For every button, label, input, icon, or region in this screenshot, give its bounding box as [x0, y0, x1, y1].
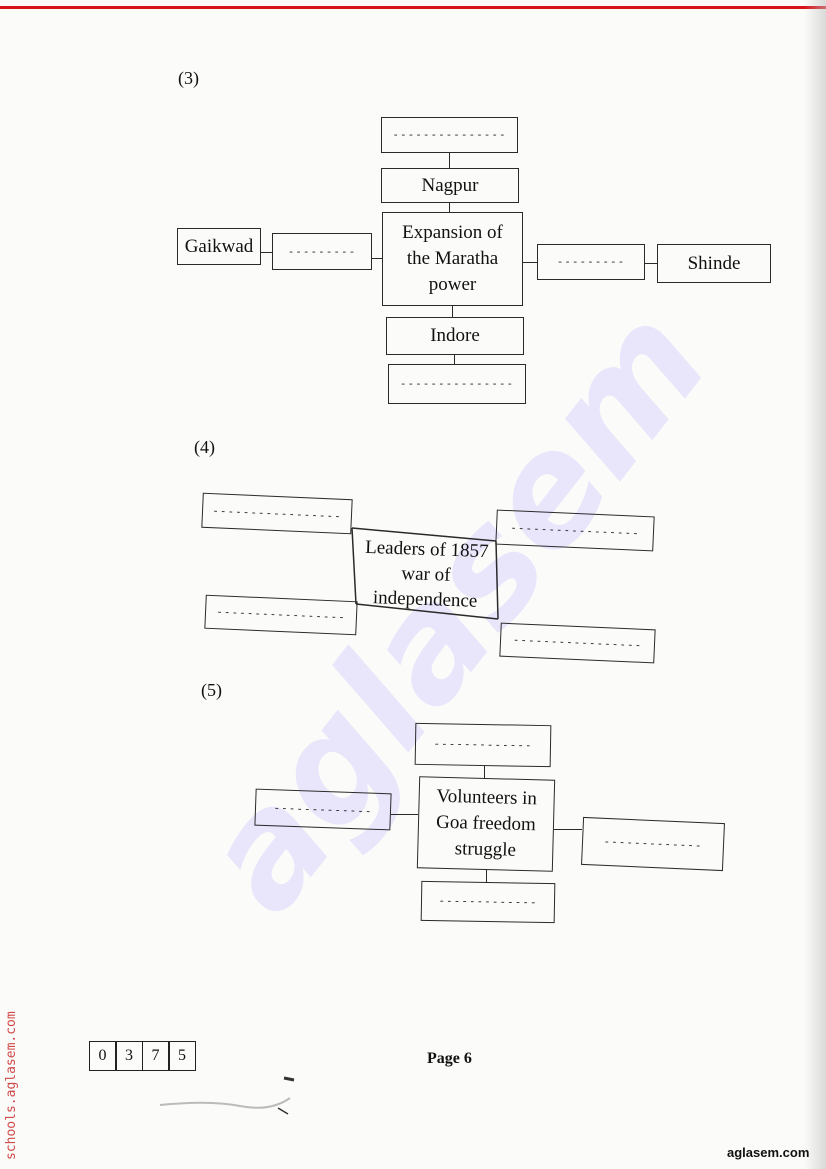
connector [372, 258, 382, 259]
q5-blank-box-top: ------------- [414, 722, 552, 768]
page-edge-shadow [804, 0, 826, 1169]
q3-nagpur-box: Nagpur [381, 168, 519, 203]
q4-blank-box-top-left: ----------------- [201, 492, 353, 535]
q3-top-label: Nagpur [421, 174, 479, 196]
side-watermark: schools.aglasem.com [4, 1011, 19, 1160]
q4-blank-3: ----------------- [216, 605, 347, 624]
q5-center-box: Volunteers in Goa freedom struggle [416, 776, 556, 872]
connector [484, 766, 485, 778]
question-number-3: (3) [178, 68, 199, 88]
q5-blank-box-left: ------------- [254, 788, 392, 831]
code-digit: 3 [115, 1041, 143, 1071]
q4-blank-4: ----------------- [512, 633, 643, 652]
connector [486, 870, 487, 882]
q3-left-label: Gaikwad [184, 235, 254, 257]
page-number: Page 6 [427, 1050, 472, 1067]
q5-blank-right: ------------- [603, 834, 703, 853]
q5-blank-bottom: ------------- [438, 894, 538, 909]
connector [449, 203, 450, 212]
q4-center-label: Leaders of 1857 war of independence [364, 536, 489, 612]
q3-left-blank-box: --------- [272, 233, 372, 270]
code-digit: 7 [141, 1041, 170, 1071]
q3-center-box: Expansion of the Maratha power [382, 212, 523, 306]
q3-shinde-box: Shinde [657, 244, 771, 283]
question-number-4: (4) [194, 437, 215, 457]
top-red-border [0, 0, 826, 9]
connector [523, 262, 537, 263]
q3-top-blank: --------------- [392, 128, 507, 141]
connector [391, 814, 418, 815]
q3-bottom-label: Indore [430, 325, 480, 346]
connector [449, 153, 450, 168]
q4-blank-box-top-right: ----------------- [495, 509, 655, 552]
connector [645, 263, 657, 264]
q5-blank-box-bottom: ------------- [420, 880, 556, 924]
q3-top-blank-box: --------------- [381, 117, 518, 153]
brand-label: aglasem.com [727, 1145, 810, 1160]
q5-blank-box-right: ------------- [581, 816, 725, 872]
code-digit: 0 [88, 1041, 117, 1071]
q3-bottom-blank-box: --------------- [388, 364, 526, 404]
question-number-5: (5) [201, 680, 222, 700]
q3-right-label: Shinde [687, 252, 741, 274]
q3-bottom-blank: --------------- [399, 377, 515, 390]
q3-indore-box: Indore [386, 317, 524, 355]
q3-right-blank: --------- [556, 255, 626, 268]
q4-blank-2: ----------------- [510, 520, 641, 540]
paper-code-boxes: 0 3 7 5 [88, 1041, 196, 1071]
connector [454, 355, 455, 364]
q4-blank-box-bottom-left: ----------------- [204, 594, 358, 636]
q5-blank-top: ------------- [433, 737, 533, 752]
q4-blank-1: ----------------- [212, 503, 343, 523]
connector [261, 252, 272, 253]
code-digit: 5 [168, 1041, 196, 1071]
q5-blank-left: ------------- [273, 800, 373, 818]
q4-blank-box-bottom-right: ----------------- [499, 622, 656, 664]
scan-smudge-marks [159, 1076, 295, 1115]
q3-left-blank: --------- [287, 244, 357, 258]
q3-gaikwad-box: Gaikwad [177, 228, 261, 265]
q5-center-label: Volunteers in Goa freedom struggle [435, 785, 538, 861]
connector [452, 306, 453, 317]
q3-right-blank-box: --------- [537, 244, 645, 280]
q3-center-label: Expansion of the Maratha power [402, 222, 503, 295]
connector [554, 829, 582, 830]
